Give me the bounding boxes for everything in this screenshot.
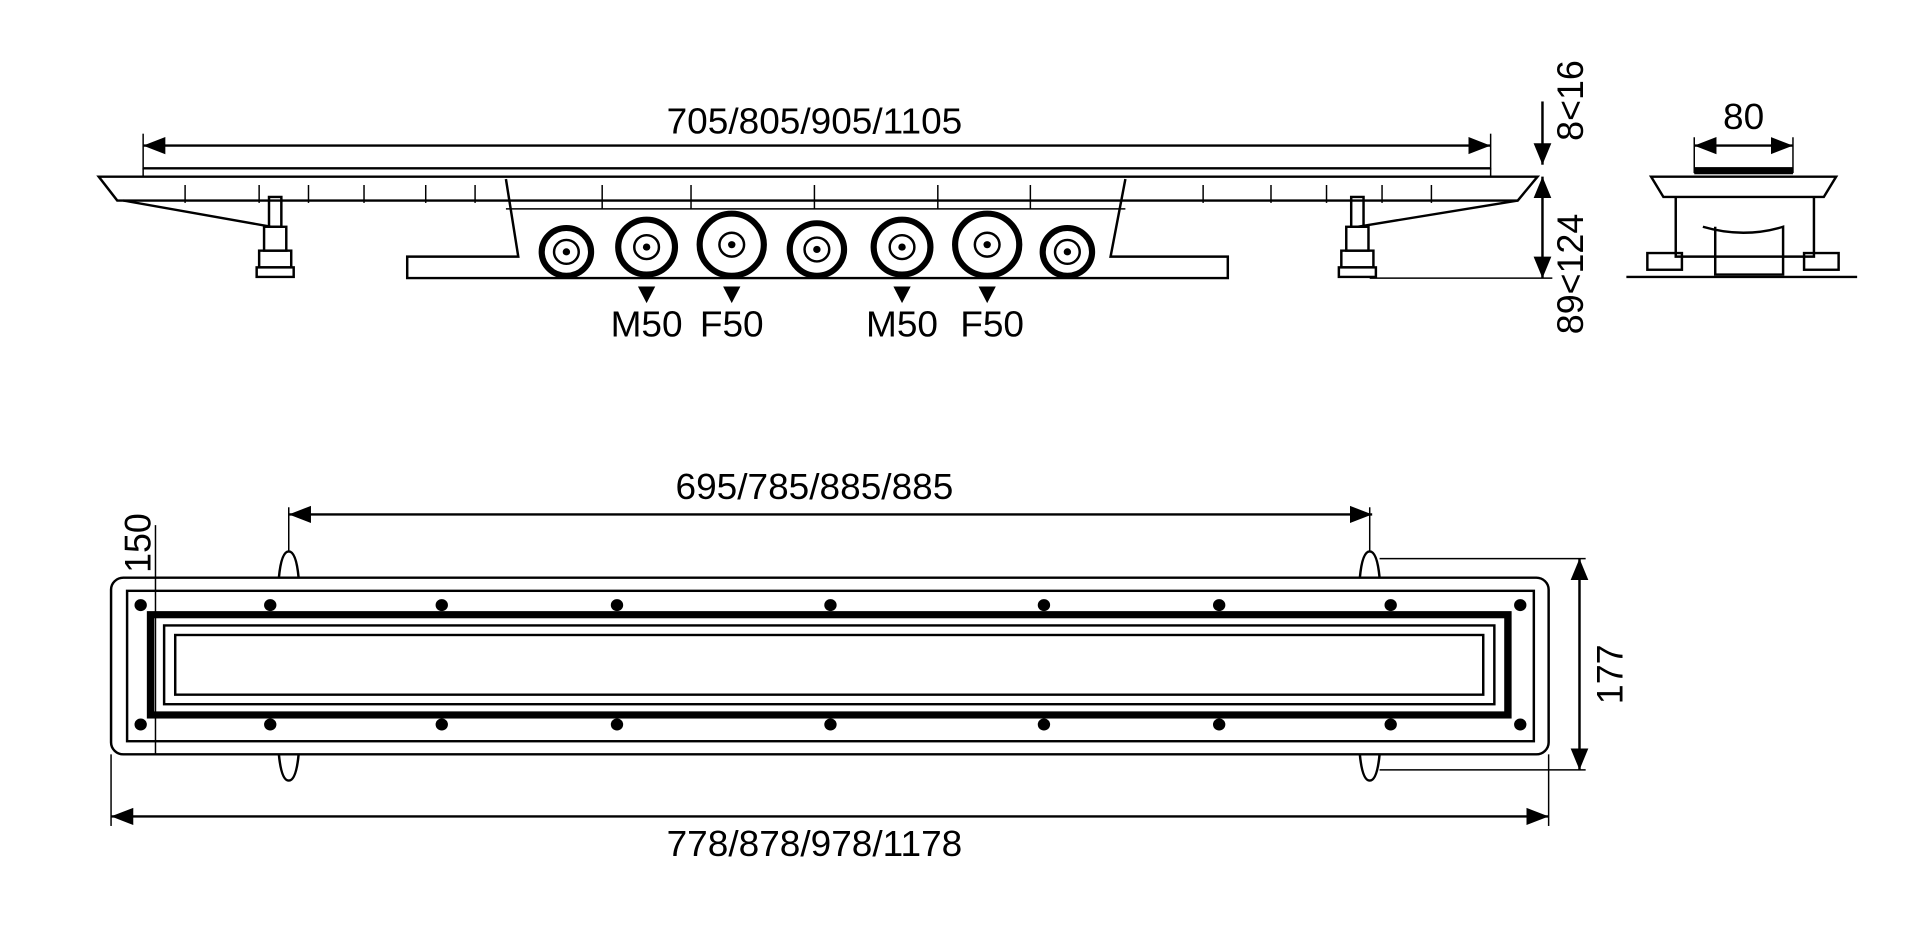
outlet-label-1: M50 bbox=[611, 304, 683, 344]
end-width-label: 80 bbox=[1723, 96, 1764, 136]
grate-height-label: 8<16 bbox=[1550, 60, 1592, 141]
inner-width-label: 150 bbox=[117, 513, 159, 573]
overall-width-label: 177 bbox=[1589, 644, 1631, 704]
end-view: 80 bbox=[1626, 96, 1858, 279]
length-dimension-label: 705/805/905/1105 bbox=[667, 101, 963, 141]
adjustable-foot-left bbox=[255, 195, 295, 279]
outlet-label-4: F50 bbox=[960, 304, 1024, 344]
body-height-label: 89<124 bbox=[1550, 214, 1592, 334]
fixing-holes bbox=[134, 599, 1527, 731]
side-view: 705/805/905/1105 bbox=[96, 60, 1592, 344]
adjustable-foot-right bbox=[1337, 195, 1378, 279]
grate bbox=[146, 611, 1512, 719]
outlets bbox=[538, 210, 1096, 279]
outer-frame bbox=[109, 576, 1550, 756]
overall-length-label: 778/878/978/1178 bbox=[667, 823, 963, 863]
outlet-label-3: M50 bbox=[866, 304, 938, 344]
anchor-spacing-label: 695/785/885/885 bbox=[676, 466, 954, 506]
outlet-label-2: F50 bbox=[700, 304, 764, 344]
top-view: 695/785/885/885 177 150 bbox=[109, 466, 1631, 864]
grate-frame bbox=[96, 175, 1541, 202]
